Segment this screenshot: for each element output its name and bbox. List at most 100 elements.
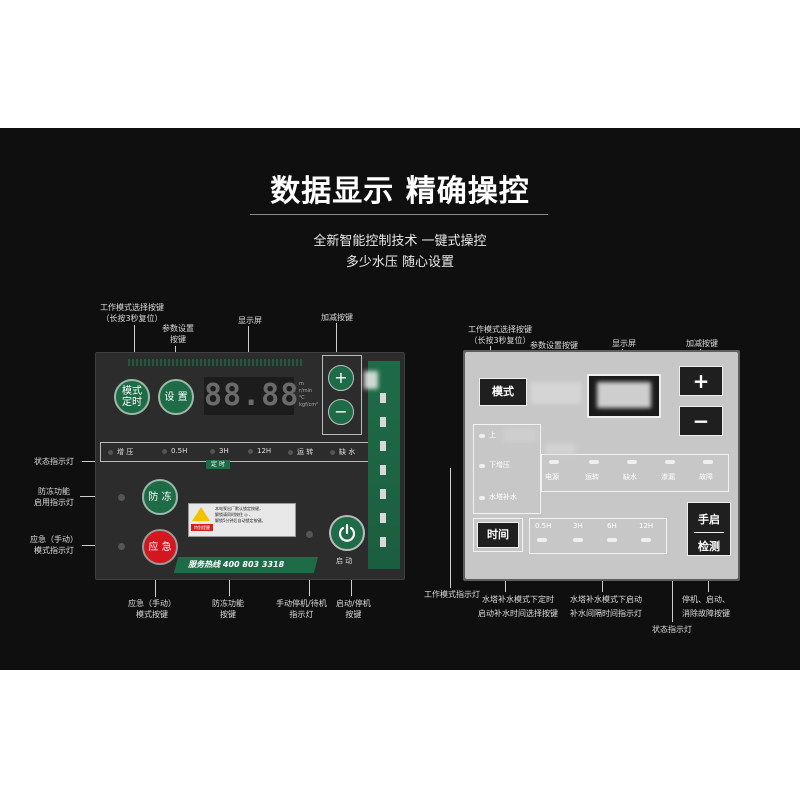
panel-top-stripe	[128, 359, 304, 366]
status-led	[627, 460, 637, 464]
status-led	[549, 460, 559, 464]
r-time-frame	[473, 518, 523, 552]
manual-top-label: 手启	[698, 513, 720, 526]
unit-rpm: r/min	[299, 388, 313, 394]
side-bar	[380, 417, 386, 427]
r-mode-list-box	[473, 424, 541, 514]
indicator-dot	[162, 448, 167, 454]
indicator-dot	[210, 448, 215, 454]
subtitle-line-1: 全新智能控制技术 一键式操控	[313, 234, 487, 249]
callout-line	[155, 563, 156, 597]
status-label: 缺 水	[339, 448, 356, 456]
status-05h: 0.5H	[162, 447, 187, 455]
callout-status-light: 状态指示灯	[34, 457, 74, 466]
r-time-button[interactable]: 时间	[477, 522, 519, 548]
time-opt-3h: 3H	[573, 522, 583, 530]
minus-button[interactable]: −	[328, 399, 354, 425]
r-plus-button[interactable]: +	[679, 366, 723, 396]
callout-antifreeze-key: 防冻功能 按键	[212, 599, 244, 619]
status-label: 0.5H	[171, 447, 188, 455]
time-led	[573, 538, 583, 542]
mode-led	[479, 434, 485, 438]
status-running: 运转	[585, 473, 599, 481]
time-led	[641, 538, 651, 542]
status-leak: 渗漏	[661, 473, 675, 481]
obscured-param-button[interactable]	[531, 382, 581, 404]
antifreeze-indicator	[118, 494, 125, 501]
r-display-screen	[587, 374, 661, 418]
antifreeze-button[interactable]: 防 冻	[142, 479, 178, 515]
status-boost: 增 压	[108, 447, 133, 457]
time-opt-05h: 0.5H	[535, 522, 552, 530]
callout-param-key: 参数设置 按键	[162, 324, 194, 344]
side-bar	[380, 513, 386, 523]
status-led	[589, 460, 599, 464]
indicator-dot	[330, 449, 335, 455]
status-led	[703, 460, 713, 464]
unit-m: m	[299, 381, 304, 387]
side-bar	[380, 465, 386, 475]
side-bar	[380, 393, 386, 403]
callout-r-manual-key: 停机、启动、 消除故障按键	[682, 595, 730, 618]
display-units: m r/min ℃ kgf/cm²	[299, 381, 318, 409]
warning-badge: 特别提醒	[191, 524, 213, 531]
time-led	[607, 538, 617, 542]
warning-line: 解锁请同时按住 ◎ 、	[215, 512, 254, 517]
obscured-region	[364, 371, 378, 389]
digital-display: 88.88	[204, 377, 300, 415]
plus-button[interactable]: +	[328, 365, 354, 391]
callout-line	[336, 323, 337, 355]
callout-line	[82, 461, 100, 462]
warning-text: 本电泵出厂默认锁定按键， 解锁请同时按住 ◎ 、 解锁5分钟后自动锁定按键。	[215, 506, 266, 524]
indicator-dot	[288, 449, 293, 455]
side-bar	[380, 441, 386, 451]
status-label: 12H	[257, 447, 272, 455]
emergency-indicator	[118, 543, 125, 550]
obscured-region	[545, 444, 575, 454]
mode-timer-button[interactable]: 模式 定时	[114, 379, 150, 415]
callout-start-key: 启动/停机 按键	[336, 599, 371, 619]
mode-boost: 下增压	[489, 461, 510, 469]
callout-r-plusminus: 加减按键	[686, 339, 718, 348]
settings-button[interactable]: 设 置	[158, 379, 194, 415]
status-fault: 故障	[699, 473, 713, 481]
timer-tag: 定 时	[206, 460, 230, 469]
callout-r-time-key: 水塔补水模式下定时 启动补水时间选择按键	[478, 595, 558, 618]
plus-minus-frame	[322, 355, 362, 435]
status-no-water: 缺水	[623, 473, 637, 481]
warning-label: 特别提醒 本电泵出厂默认锁定按键， 解锁请同时按住 ◎ 、 解锁5分钟后自动锁定…	[188, 503, 296, 537]
r-mode-button[interactable]: 模式	[479, 378, 527, 406]
r-minus-button[interactable]: −	[679, 406, 723, 436]
mode-tower: 水塔补水	[489, 493, 517, 501]
status-running: 运 转	[288, 447, 313, 457]
callout-emergency-key: 应急（手动） 模式按键	[128, 599, 176, 619]
manual-bottom-label: 检测	[698, 540, 720, 553]
product-banner: 数据显示 精确操控 全新智能控制技术 一键式操控 多少水压 随心设置 工作模式选…	[0, 128, 800, 670]
page-title: 数据显示 精确操控	[270, 174, 530, 209]
mode-led	[479, 464, 485, 468]
mode-led	[479, 496, 485, 500]
r-manual-button[interactable]: 手启 检测	[687, 502, 731, 556]
indicator-dot	[248, 448, 253, 454]
subtitle-line-2: 多少水压 随心设置	[345, 255, 455, 270]
service-hotline: 服务热线 400 803 3318	[173, 557, 319, 573]
unit-pressure: kgf/cm²	[299, 402, 319, 408]
start-stop-button[interactable]	[329, 515, 365, 551]
warning-line: 本电泵出厂默认锁定按键，	[215, 506, 263, 511]
time-opt-6h: 6H	[607, 522, 617, 530]
obscured-region	[503, 428, 537, 442]
r-time-options-box	[529, 518, 667, 554]
side-bar	[380, 537, 386, 547]
callout-antifreeze-light: 防冻功能 启用指示灯	[34, 487, 74, 507]
indicator-dot	[108, 449, 113, 455]
callout-r-interval-light: 水塔补水模式下启动 补水间隔时间指示灯	[570, 595, 642, 618]
status-label: 3H	[219, 447, 229, 455]
mode-upper: 上	[489, 431, 496, 439]
obscured-display-digits	[597, 382, 651, 408]
emergency-button[interactable]: 应 急	[142, 529, 178, 565]
warning-icon	[192, 507, 210, 521]
time-opt-12h: 12H	[639, 522, 654, 530]
left-control-panel: 模式 定时 设 置 88.88 m r/min ℃ kgf/cm² + − 增 …	[95, 352, 405, 580]
warning-line: 解锁5分钟后自动锁定按键。	[215, 518, 266, 523]
callout-line	[450, 468, 451, 588]
